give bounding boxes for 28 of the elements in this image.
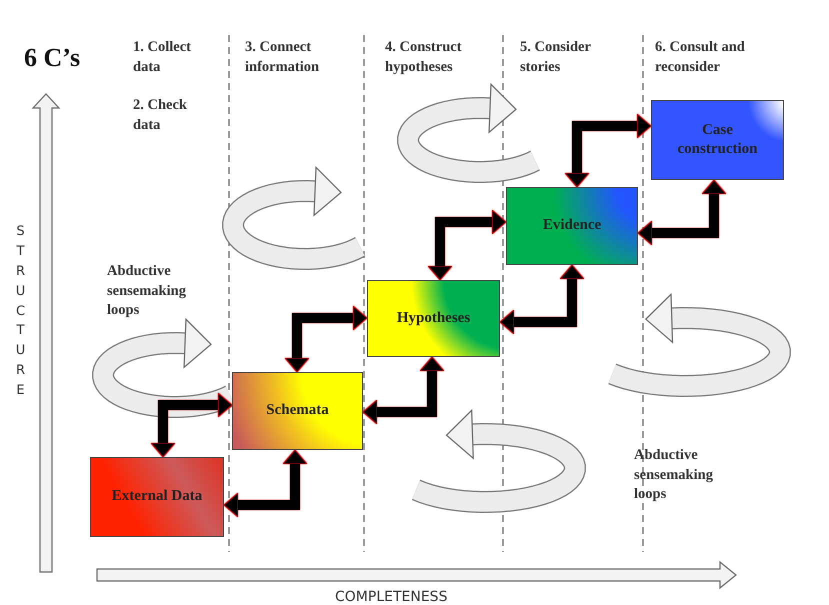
bent-double-arrow <box>500 264 584 334</box>
process-box <box>651 100 784 180</box>
bent-double-arrow <box>428 210 506 280</box>
box-label: Evidence <box>542 216 602 236</box>
box-label: External Data <box>112 487 202 506</box>
column-heading: 3. Connect information <box>245 38 320 77</box>
bent-double-arrow <box>224 450 308 518</box>
column-heading: 6. Consult and reconsider <box>655 38 746 77</box>
axis-label: STRUCTURE <box>14 223 26 400</box>
box-label: Schemata <box>266 401 329 420</box>
process-box <box>90 457 224 537</box>
process-box <box>232 372 363 450</box>
box-label: Hypotheses <box>396 308 470 328</box>
bent-double-arrow <box>284 306 368 372</box>
process-box <box>506 187 638 265</box>
bent-double-arrow <box>362 356 444 424</box>
column-heading: 1. Collect data <box>133 38 192 77</box>
diagram-title: 6 C’s <box>24 42 80 74</box>
axis-label: COMPLETENESS <box>335 588 448 605</box>
column-heading: 5. Consider stories <box>520 38 592 77</box>
box-label: Case construction <box>676 120 758 159</box>
bent-double-arrow <box>150 392 232 458</box>
column-heading: 4. Construct hypotheses <box>385 38 463 77</box>
annotation: Abductive sensemaking loops <box>107 262 187 320</box>
process-box <box>367 280 500 357</box>
bent-double-arrow <box>564 114 652 188</box>
bent-double-arrow <box>638 180 726 246</box>
column-heading: 2. Check data <box>133 96 188 135</box>
